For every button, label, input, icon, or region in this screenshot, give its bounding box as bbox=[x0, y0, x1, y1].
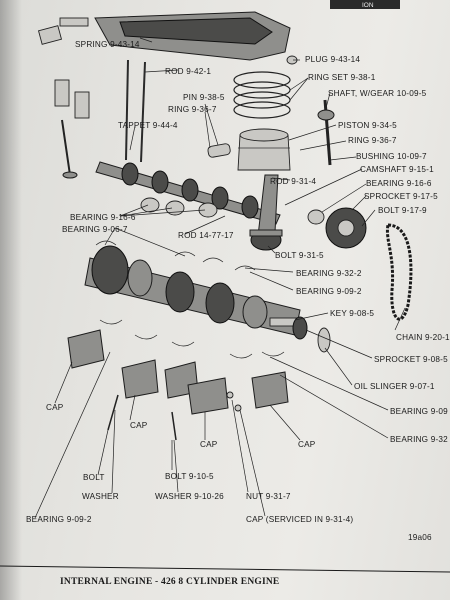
bushing bbox=[307, 209, 325, 225]
label-pin: PIN 9-38-5 bbox=[183, 93, 225, 102]
label-washer: WASHER bbox=[82, 492, 119, 501]
label-bolt-9-10-5: BOLT 9-10-5 bbox=[165, 472, 214, 481]
label-ring-9-36-7: RING 9-36-7 bbox=[168, 105, 217, 114]
label-bearing-9-32: BEARING 9-32 bbox=[390, 435, 448, 444]
label-bearing-9-09-2b: BEARING 9-09-2 bbox=[26, 515, 92, 524]
pushrods bbox=[125, 59, 146, 163]
label-bearing-9-16-6b: BEARING 9-16-6 bbox=[70, 213, 136, 222]
label-bearing-9-16-6a: BEARING 9-16-6 bbox=[366, 179, 432, 188]
label-nut-9-31-7: NUT 9-31-7 bbox=[246, 492, 291, 501]
label-shaft-gear: SHAFT, W/GEAR 10-09-5 bbox=[328, 89, 427, 98]
header-corner-text: ION bbox=[362, 2, 374, 9]
label-plug: PLUG 9-43-14 bbox=[305, 55, 360, 64]
label-bolt-9-17-9: BOLT 9-17-9 bbox=[378, 206, 427, 215]
piston-rings bbox=[233, 71, 291, 119]
label-bearing-9-06-7: BEARING 9-06-7 bbox=[62, 225, 128, 234]
rocker-shaft-assembly bbox=[37, 11, 291, 61]
label-bearing-9-32-2: BEARING 9-32-2 bbox=[296, 269, 362, 278]
label-oil-slinger: OIL SLINGER 9-07-1 bbox=[354, 382, 435, 391]
label-spring: SPRING 9-43-14 bbox=[75, 40, 140, 49]
label-rod-9-42-1: ROD 9-42-1 bbox=[165, 67, 211, 76]
piston-pin bbox=[207, 143, 231, 158]
label-cap-serviced: CAP (SERVICED IN 9-31-4) bbox=[246, 515, 353, 524]
label-cap-a: CAP bbox=[46, 403, 64, 412]
timing-chain bbox=[385, 223, 413, 321]
cap-bolts bbox=[107, 391, 242, 441]
label-key: KEY 9-08-5 bbox=[330, 309, 374, 318]
label-bushing: BUSHING 10-09-7 bbox=[356, 152, 427, 161]
main-bearing-caps bbox=[67, 329, 289, 415]
label-bearing-9-09-2a: BEARING 9-09-2 bbox=[296, 287, 362, 296]
oil-pump-shaft bbox=[317, 99, 335, 166]
page-caption: INTERNAL ENGINE - 426 8 CYLINDER ENGINE bbox=[60, 577, 279, 587]
label-bolt: BOLT bbox=[83, 473, 105, 482]
figure-code: 19a06 bbox=[408, 533, 432, 542]
label-camshaft: CAMSHAFT 9-15-1 bbox=[360, 165, 434, 174]
leader-lines bbox=[34, 37, 406, 519]
footer-rule bbox=[0, 565, 450, 573]
label-piston: PISTON 9-34-5 bbox=[338, 121, 397, 130]
label-sprocket-9-17-5: SPROCKET 9-17-5 bbox=[364, 192, 438, 201]
piston bbox=[237, 128, 291, 171]
label-rod-14-77-17: ROD 14-77-17 bbox=[178, 231, 234, 240]
camshaft bbox=[95, 161, 281, 225]
connecting-rod bbox=[249, 174, 283, 251]
label-ring-set: RING SET 9-38-1 bbox=[308, 73, 376, 82]
label-washer-9-10-26: WASHER 9-10-26 bbox=[155, 492, 224, 501]
part-labels: SPRING 9-43-14 ROD 9-42-1 PLUG 9-43-14 R… bbox=[26, 40, 450, 524]
label-ring-9-36-7b: RING 9-36-7 bbox=[348, 136, 397, 145]
label-bearing-9-09: BEARING 9-09 bbox=[390, 407, 448, 416]
label-rod-9-31-4: ROD 9-31-4 bbox=[270, 177, 316, 186]
crankshaft bbox=[84, 245, 301, 336]
crankshaft-sprocket bbox=[292, 316, 331, 353]
label-cap-b: CAP bbox=[130, 421, 148, 430]
label-cap-c: CAP bbox=[200, 440, 218, 449]
valve-springs bbox=[54, 79, 90, 179]
label-cap-d: CAP bbox=[298, 440, 316, 449]
label-chain: CHAIN 9-20-1 bbox=[396, 333, 450, 342]
label-bolt-9-31-5: BOLT 9-31-5 bbox=[275, 251, 324, 260]
main-bearing-shells bbox=[95, 240, 285, 359]
page-binding-shadow bbox=[0, 0, 22, 600]
header-tab bbox=[330, 0, 400, 9]
label-tappet: TAPPET 9-44-4 bbox=[118, 121, 178, 130]
label-sprocket-9-08-5: SPROCKET 9-08-5 bbox=[374, 355, 448, 364]
camshaft-sprocket bbox=[325, 207, 367, 249]
